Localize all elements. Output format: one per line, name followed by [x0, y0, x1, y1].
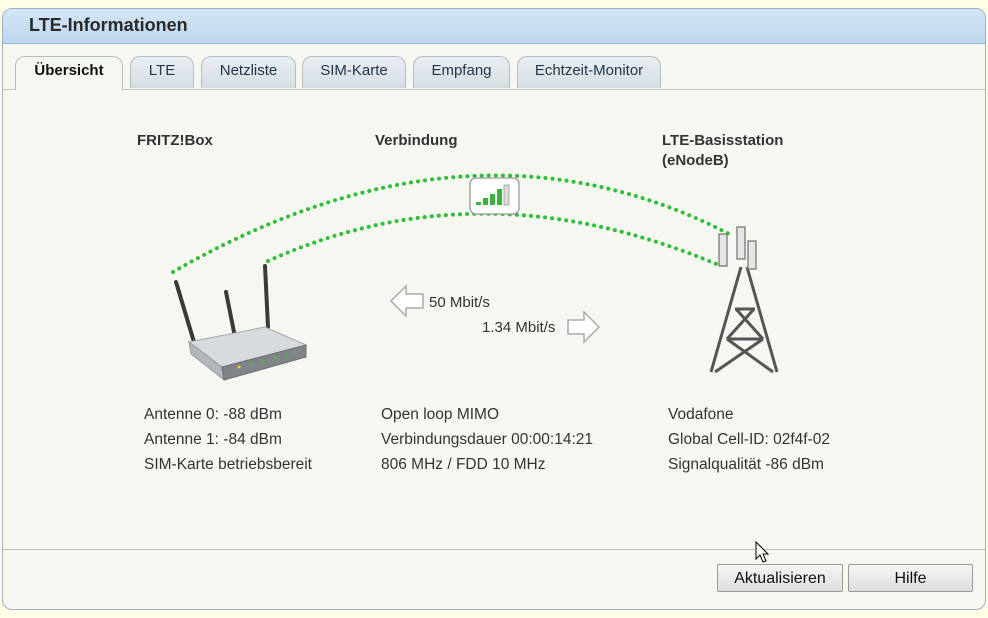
fritzbox-router-icon [174, 264, 308, 382]
upload-arrow-icon [567, 310, 601, 344]
device-heading: FRITZ!Box [137, 132, 213, 149]
sim-status: SIM-Karte betriebsbereit [144, 456, 312, 473]
station-heading: LTE-Basisstation (eNodeB) [662, 131, 783, 171]
antenna-0-value: Antenne 0: -88 dBm [144, 406, 282, 423]
provider-name: Vodafone [668, 406, 734, 423]
station-heading-line2: (eNodeB) [662, 152, 729, 169]
base-station-tower-icon [709, 226, 779, 374]
connection-duration: Verbindungsdauer 00:00:14:21 [381, 431, 594, 448]
link-arc-outer [171, 173, 735, 274]
window-title: LTE-Informationen [29, 15, 188, 35]
tab-netzliste[interactable]: Netzliste [201, 56, 296, 88]
connection-info: Open loop MIMO Verbindungsdauer 00:00:14… [381, 402, 593, 477]
mimo-mode: Open loop MIMO [381, 406, 500, 423]
tab-empfang[interactable]: Empfang [413, 56, 510, 88]
downstream-rate: 50 Mbit/s [429, 294, 490, 311]
connection-diagram [171, 173, 779, 382]
link-arc-inner [266, 211, 723, 268]
signal-quality: Signalqualität -86 dBm [668, 456, 824, 473]
title-bar: LTE-Informationen [3, 9, 985, 44]
tab-sim-karte[interactable]: SIM-Karte [302, 56, 406, 88]
footer-divider [3, 549, 985, 550]
frequency-band: 806 MHz / FDD 10 MHz [381, 456, 546, 473]
tab-lte[interactable]: LTE [130, 56, 194, 88]
tab-echtzeit-monitor[interactable]: Echtzeit-Monitor [517, 56, 661, 88]
antenna-1-value: Antenne 1: -84 dBm [144, 431, 282, 448]
refresh-button[interactable]: Aktualisieren [717, 564, 843, 592]
signal-strength-icon [469, 177, 520, 215]
lte-info-window: LTE-Informationen Übersicht LTE Netzlist… [2, 8, 986, 610]
station-heading-line1: LTE-Basisstation [662, 132, 784, 149]
connection-heading: Verbindung [375, 132, 458, 149]
mouse-cursor-icon [755, 540, 770, 563]
tab-uebersicht[interactable]: Übersicht [15, 56, 123, 90]
tab-bar: Übersicht LTE Netzliste SIM-Karte Empfan… [3, 56, 985, 90]
upstream-rate: 1.34 Mbit/s [482, 319, 556, 336]
device-info: Antenne 0: -88 dBm Antenne 1: -84 dBm SI… [144, 402, 312, 477]
tab-divider [3, 89, 985, 90]
help-button[interactable]: Hilfe [848, 564, 973, 592]
cell-id: Global Cell-ID: 02f4f-02 [668, 431, 830, 448]
download-arrow-icon [389, 284, 424, 318]
station-info: Vodafone Global Cell-ID: 02f4f-02 Signal… [668, 402, 830, 477]
